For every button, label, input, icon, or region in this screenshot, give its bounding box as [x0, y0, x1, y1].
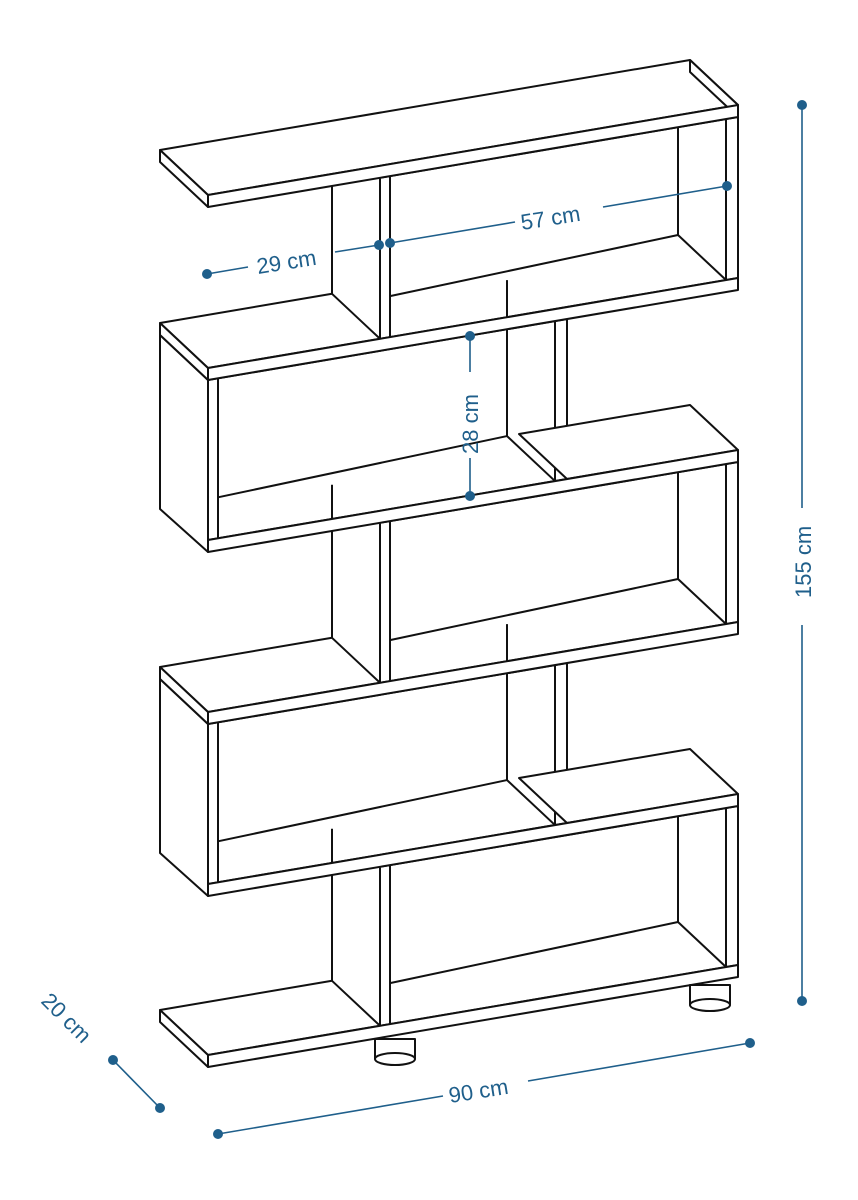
inner-floor-edge — [677, 921, 727, 968]
shelf-board — [207, 621, 739, 725]
shelf-board — [207, 964, 739, 1068]
shelf-board — [207, 277, 739, 381]
dimension-57cm: 57 cm — [385, 181, 732, 248]
inner-back-floor — [217, 779, 508, 843]
depth-label: 20 cm — [36, 988, 96, 1048]
leg-foot — [689, 998, 731, 1012]
dimension-155cm: 155 cm — [791, 100, 816, 1006]
shelf-board — [207, 449, 739, 553]
inner-back-floor — [217, 435, 508, 499]
compartment-height-label: 28 cm — [458, 394, 483, 454]
leg-foot — [374, 1052, 416, 1066]
dimension-90cm: 90 cm — [213, 1038, 755, 1139]
inner-back-floor — [389, 921, 679, 985]
dimension-20cm: 20 cm — [36, 988, 165, 1113]
inner-floor-edge — [506, 779, 556, 826]
inner-floor-edge — [677, 578, 727, 625]
width-right-label: 57 cm — [519, 201, 582, 235]
inner-back-floor — [389, 234, 679, 298]
width-left-label: 29 cm — [255, 245, 318, 279]
total-width-label: 90 cm — [447, 1074, 510, 1108]
total-height-label: 155 cm — [791, 526, 816, 598]
inner-floor-edge — [677, 234, 727, 281]
inner-back-floor — [389, 578, 679, 642]
shelf-board — [207, 793, 739, 897]
shelf-board — [207, 104, 739, 208]
dimension-28cm: 28 cm — [458, 331, 483, 501]
dimension-29cm: 29 cm — [202, 240, 384, 279]
inner-floor-edge — [506, 435, 556, 482]
